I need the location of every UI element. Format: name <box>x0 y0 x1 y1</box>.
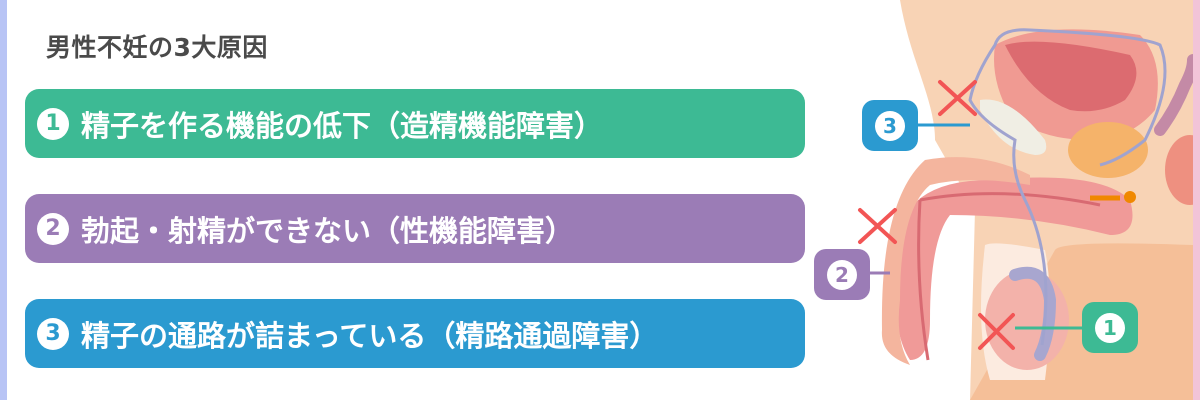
anatomy-diagram: 3 2 1 <box>800 0 1200 400</box>
cause-3-number: 3 <box>37 317 69 350</box>
label-3-number: 3 <box>875 110 905 141</box>
cause-2-bar: 2 勃起・射精ができない（性機能障害） <box>25 194 805 263</box>
left-edge-strip <box>0 0 7 400</box>
cause-1-number: 1 <box>37 107 69 140</box>
cause-1-text: 精子を作る機能の低下（造精機能障害） <box>81 108 604 143</box>
page-title: 男性不妊の3大原因 <box>46 33 268 62</box>
right-edge-strip <box>1193 0 1200 400</box>
cause-2-text: 勃起・射精ができない（性機能障害） <box>81 213 575 248</box>
diagram-label-3: 3 <box>862 100 918 151</box>
label-1-number: 1 <box>1095 312 1125 343</box>
diagram-label-1: 1 <box>1082 302 1138 353</box>
blockage-x-icons <box>858 80 1015 350</box>
diagram-label-2: 2 <box>814 249 870 300</box>
cause-2-number: 2 <box>37 212 69 245</box>
cause-3-text: 精子の通路が詰まっている（精路通過障害） <box>81 318 659 353</box>
label-2-number: 2 <box>827 259 857 290</box>
cause-3-bar: 3 精子の通路が詰まっている（精路通過障害） <box>25 299 805 368</box>
cause-1-bar: 1 精子を作る機能の低下（造精機能障害） <box>25 89 805 158</box>
